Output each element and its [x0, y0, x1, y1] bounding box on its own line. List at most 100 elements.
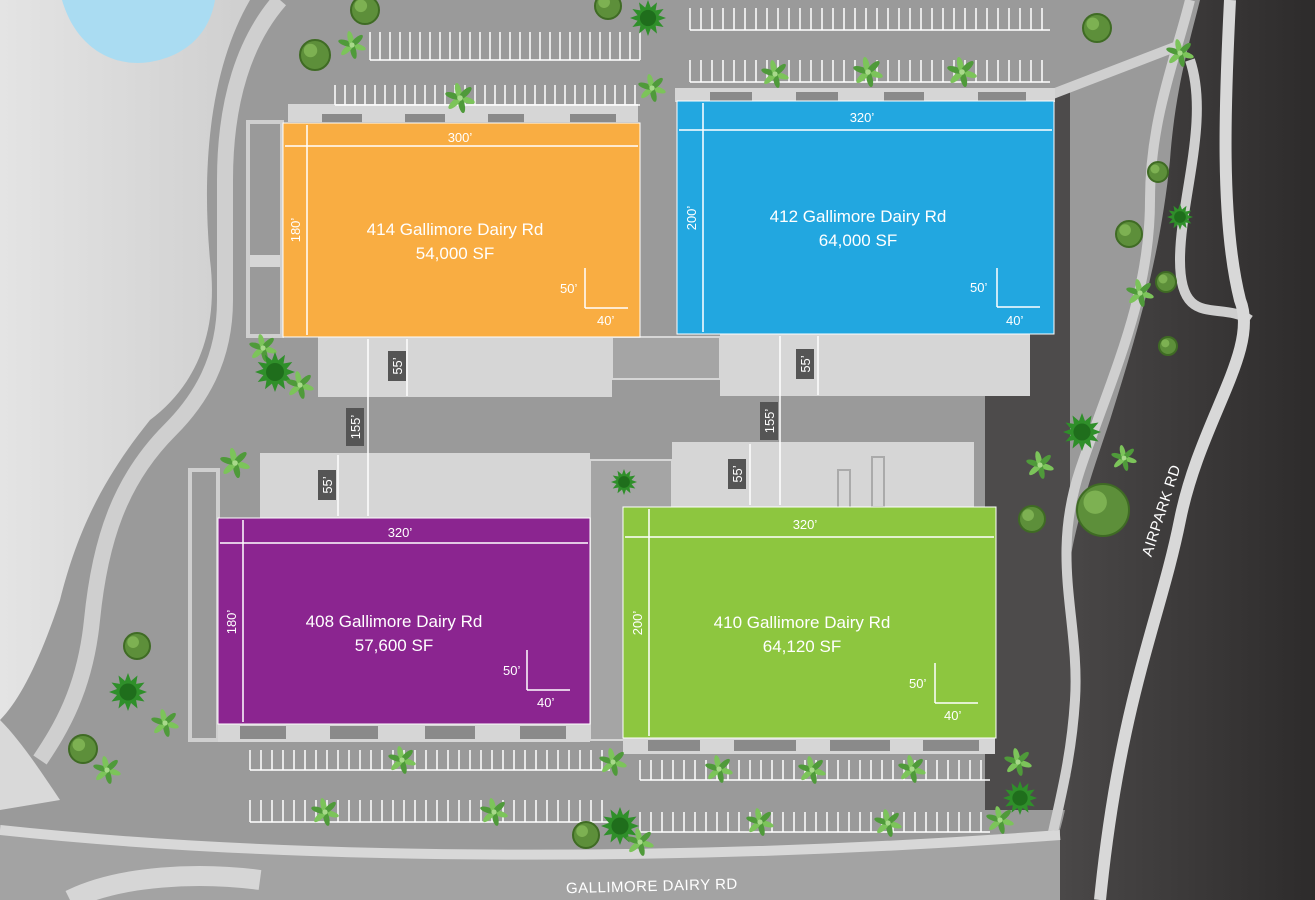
building-address: 412 Gallimore Dairy Rd: [770, 207, 947, 226]
dim-410-bay-v: 50’: [909, 676, 926, 691]
tree-icon: [93, 756, 121, 784]
tree-icon: [480, 798, 508, 826]
tree-icon: [638, 74, 666, 102]
tree-icon: [1026, 451, 1054, 479]
tree-icon: [350, 0, 380, 25]
dim-410-bay-h: 40’: [944, 708, 961, 723]
dim-414-bay-v: 50’: [560, 281, 577, 296]
loading-court-gap: [611, 336, 721, 380]
tree-icon: [1158, 336, 1178, 356]
dim-408-depth: 180’: [224, 610, 239, 635]
tree-icon: [1115, 220, 1143, 248]
airpark-rd-curb: [1094, 0, 1250, 900]
tree-icon: [123, 632, 151, 660]
dim-court-north-west: 55’: [390, 357, 405, 374]
building-412[interactable]: 412 Gallimore Dairy Rd 64,000 SF: [676, 100, 1055, 335]
building-area: 64,000 SF: [819, 231, 897, 250]
tree-icon: [299, 39, 331, 71]
loading-court-408: [260, 453, 590, 518]
landscaping-trees: [68, 0, 1194, 856]
tree-icon: [1003, 781, 1037, 815]
pond: [62, 0, 215, 63]
dim-court-north-east: 55’: [798, 355, 813, 372]
tree-icon: [611, 469, 637, 495]
dim-410-width: 320’: [793, 517, 818, 532]
southwest-landscape: [0, 720, 60, 810]
parking-stalls: [249, 8, 1050, 833]
tree-icon: [109, 673, 147, 711]
tree-icon: [68, 734, 98, 764]
dim-408-bay-h: 40’: [537, 695, 554, 710]
tree-icon: [761, 60, 789, 88]
dim-414-bay-h: 40’: [597, 313, 614, 328]
tree-icon: [626, 828, 654, 856]
dim-412-depth: 200’: [684, 206, 699, 231]
dimension-lines: [220, 103, 1052, 736]
north-walk-412: [675, 88, 1055, 102]
tree-icon: [1018, 505, 1046, 533]
tree-icon: [220, 447, 250, 479]
loading-court-412: [720, 334, 1030, 396]
dock-doors: [240, 92, 1026, 751]
south-walk-410: [623, 738, 995, 754]
tree-icon: [338, 31, 366, 59]
tree-icon: [1147, 161, 1169, 183]
tree-icon: [986, 806, 1014, 834]
tree-icon: [388, 746, 416, 774]
road-label-gallimore-dairy-rd: GALLIMORE DAIRY RD: [566, 876, 738, 897]
dim-408-width: 320’: [388, 525, 413, 540]
tree-icon: [798, 756, 826, 784]
tree-icon: [286, 371, 314, 399]
building-410[interactable]: 410 Gallimore Dairy Rd 64,120 SF: [622, 506, 997, 739]
building-address: 410 Gallimore Dairy Rd: [714, 613, 891, 632]
tree-icon: [705, 755, 733, 783]
building-address: 408 Gallimore Dairy Rd: [306, 612, 483, 631]
dim-408-bay-v: 50’: [503, 663, 520, 678]
dimension-labels: 300’ 180’ 50’ 40’ 320’ 200’ 50’ 40’ 320’…: [224, 110, 1023, 723]
tree-icon: [594, 0, 622, 20]
west-sidewalk: [33, 0, 287, 765]
tree-icon: [947, 56, 977, 88]
dim-court-south-west: 55’: [320, 476, 335, 493]
east-dark-zone: [1060, 0, 1315, 900]
tree-icon: [1166, 39, 1194, 67]
tree-icon: [874, 809, 902, 837]
loading-court-414: [318, 337, 612, 397]
spacing-badges: 55’ 55’ 155’ 155’ 55’ 55’: [318, 349, 814, 500]
west-landscape: [0, 0, 250, 720]
south-walk-408: [218, 724, 590, 742]
gallimore-dairy-rd-curb: [0, 825, 1061, 860]
dim-gap-west: 155’: [348, 415, 363, 440]
tree-icon: [1126, 279, 1154, 307]
building-408[interactable]: 408 Gallimore Dairy Rd 57,600 SF: [217, 517, 591, 725]
tree-icon: [601, 807, 639, 845]
tree-icon: [311, 798, 339, 826]
dim-414-depth: 180’: [288, 218, 303, 243]
tree-icon: [151, 709, 179, 737]
loading-court-410: [672, 442, 974, 508]
dim-412-bay-h: 40’: [1006, 313, 1023, 328]
tree-icon: [599, 748, 627, 776]
gallimore-dairy-rd-surface: [0, 825, 1060, 900]
tree-icon: [572, 821, 600, 849]
dim-412-bay-v: 50’: [970, 280, 987, 295]
tree-icon: [853, 56, 883, 88]
tree-icon: [1082, 13, 1112, 43]
tree-icon: [1004, 748, 1032, 776]
tree-icon: [445, 82, 475, 114]
building-414[interactable]: 414 Gallimore Dairy Rd 54,000 SF: [282, 122, 641, 338]
tree-icon: [1063, 413, 1101, 451]
dim-414-width: 300’: [448, 130, 473, 145]
east-path: [1174, 58, 1253, 325]
dim-410-depth: 200’: [630, 611, 645, 636]
building-area: 64,120 SF: [763, 637, 841, 656]
west-curb-414: [246, 120, 284, 338]
dim-gap-east: 155’: [762, 409, 777, 434]
building-address: 414 Gallimore Dairy Rd: [367, 220, 544, 239]
dim-412-width: 320’: [850, 110, 875, 125]
building-area: 57,600 SF: [355, 636, 433, 655]
tree-icon: [630, 0, 666, 36]
tree-icon: [746, 808, 774, 836]
